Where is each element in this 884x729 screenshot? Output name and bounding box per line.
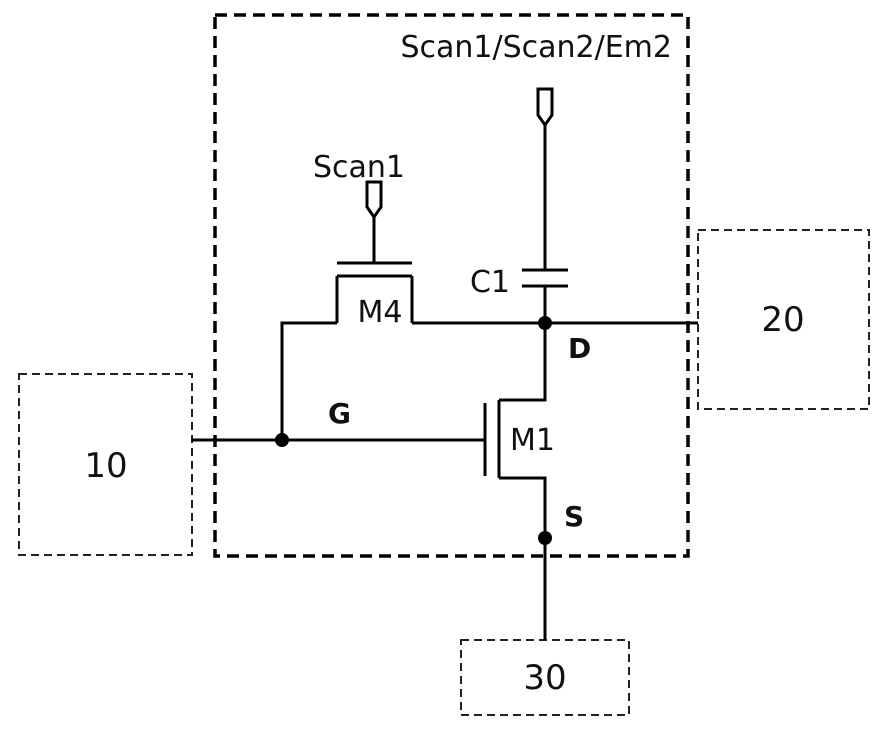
capacitor-label: C1 [470,265,510,300]
block-10-label: 10 [84,446,127,486]
node-g-dot [275,433,289,447]
block-20 [697,229,870,410]
m1-label: M1 [510,423,555,458]
block-20-label: 20 [761,300,804,340]
node-g-label: G [328,397,351,430]
pixel-circuit-box [213,13,690,558]
block-10 [18,373,193,556]
node-s-label: S [564,500,584,533]
scan1-label: Scan1 [313,150,405,185]
wire-g-to-m4 [280,321,337,440]
scan1-terminal-icon [365,180,383,220]
wire-m1-source-to-s [499,476,547,538]
block-30-label: 30 [523,658,566,698]
node-d-label: D [568,332,591,365]
m4-label: M4 [358,295,403,330]
wire-d-to-m1-drain [499,323,547,402]
box-label: Scan1/Scan2/Em2 [400,30,672,65]
supply-terminal-icon [536,87,554,128]
